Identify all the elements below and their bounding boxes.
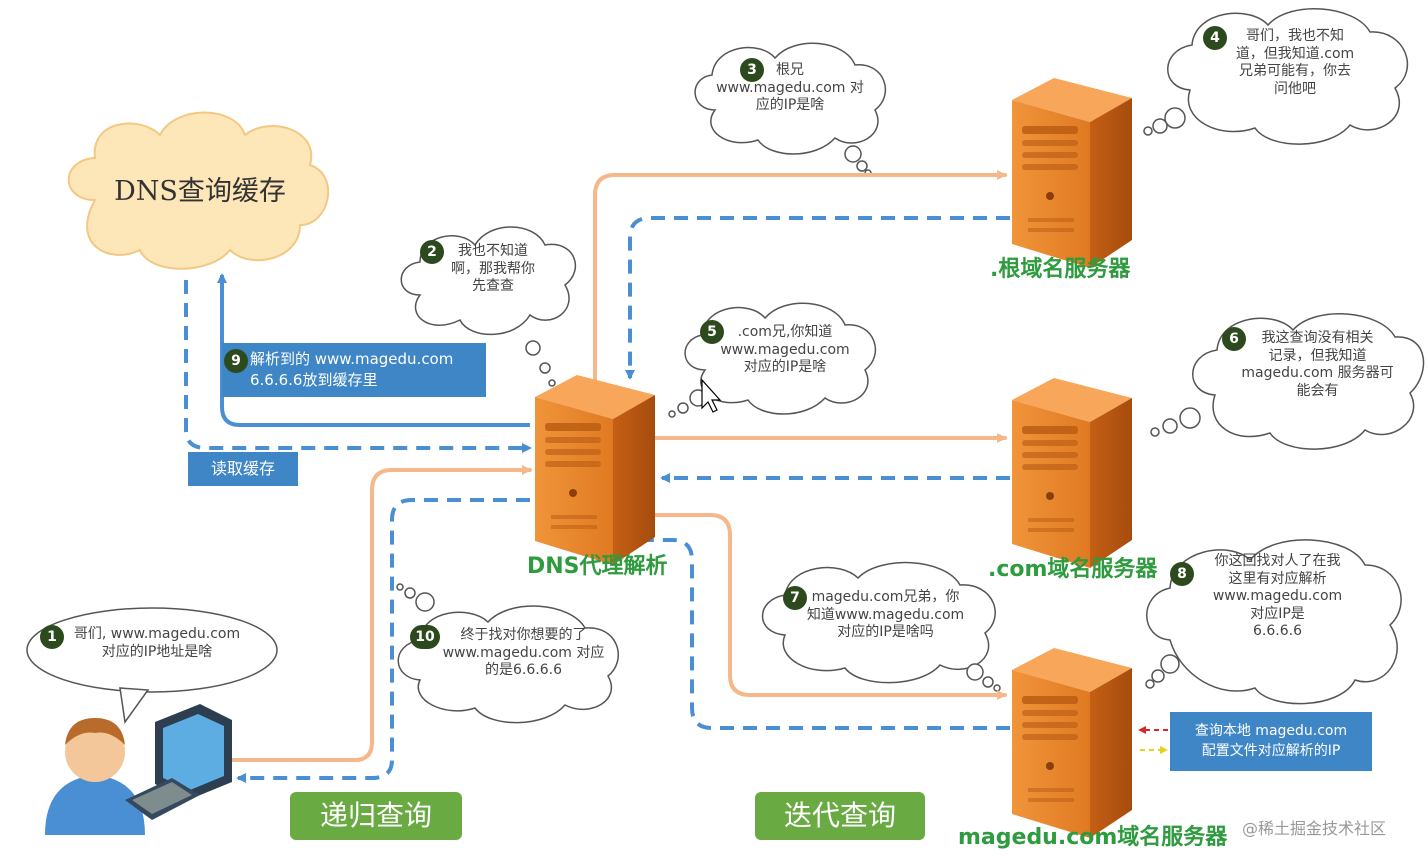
root-server-icon <box>1012 78 1132 268</box>
step-badge-9: 9 <box>224 349 248 373</box>
arrow-read-cache <box>184 280 532 453</box>
bubble-4-line-4: 问他吧 <box>1274 80 1316 97</box>
thought-cloud-7 <box>761 561 1001 692</box>
bubble-6-text: 我这查询没有相关 记录，但我知道 magedu.com 服务器可 能会有 <box>1230 330 1405 400</box>
read-cache-label: 读取缓存 <box>188 452 298 487</box>
thought-cloud-5 <box>668 302 876 418</box>
bubble-1-line-1: 哥们, www.magedu.com <box>73 626 241 642</box>
step-badge-5: 5 <box>700 320 724 344</box>
step-badge-2: 2 <box>420 240 444 264</box>
step-badge-7: 7 <box>783 586 807 610</box>
root-label-text: 根域名服务器 <box>998 257 1131 282</box>
thought-cloud-4 <box>1143 8 1409 145</box>
bubble-7-line-3: 对应的IP是啥吗 <box>837 624 934 640</box>
bubble-7-text: magedu.com兄弟，你 知道www.magedu.com 对应的IP是啥吗 <box>793 589 978 642</box>
step-badge-10: 10 <box>410 625 440 649</box>
bubble-4-line-3: 兄弟可能有，你去 <box>1239 63 1351 79</box>
bubble-6-line-4: 能会有 <box>1296 382 1339 399</box>
bubble-5-line-2: www.magedu.com <box>720 341 850 358</box>
cache-write-box: 解析到的 www.magedu.com 6.6.6.6放到缓存里 <box>222 343 486 397</box>
bubble-8-line-3: www.magedu.com <box>1212 588 1343 604</box>
cache-title: DNS查询缓存 <box>114 176 286 207</box>
com-server-label: .com域名服务器 <box>988 557 1158 582</box>
user-avatar-icon <box>45 718 145 835</box>
watermark: @稀土掘金技术社区 <box>1242 819 1387 838</box>
bubble-8-line-1: 你这回找对人了在我 <box>1214 553 1341 569</box>
bubble-6-line-2: 记录，但我知道 <box>1268 347 1367 364</box>
thought-cloud-10 <box>396 583 619 724</box>
thought-cloud-2 <box>400 226 576 387</box>
proxy-server-label: DNS代理解析 <box>527 554 668 579</box>
bubble-8-line-4: 对应IP是 <box>1250 605 1305 622</box>
step-badge-6: 6 <box>1222 327 1246 351</box>
root-label-prefix: . <box>990 257 999 282</box>
bubble-3-line-1: 根兄 <box>776 62 804 78</box>
thought-cloud-6 <box>1150 313 1425 450</box>
cache-write-line-2: 6.6.6.6放到缓存里 <box>250 371 378 389</box>
bubble-1-line-2: 对应的IP地址是啥 <box>101 643 213 660</box>
bubble-2-line-1: 我也不知道 <box>458 243 528 259</box>
arrow-magedu-to-proxy <box>610 535 1010 730</box>
bubble-3-line-2: www.magedu.com 对 <box>716 79 864 96</box>
bubble-10-line-1: 终于找对你想要的了 <box>460 627 587 643</box>
bubble-5-line-1: .com兄,你知道 <box>737 324 833 340</box>
computer-icon <box>125 704 232 820</box>
bubble-4-text: 哥们，我也不知 道，但我知道.com 兄弟可能有，你去 问他吧 <box>1215 28 1375 98</box>
bubble-4-line-2: 道，但我知道.com <box>1235 45 1355 62</box>
local-query-box: 查询本地 magedu.com 配置文件对应解析的IP <box>1170 712 1372 772</box>
bubble-4-line-1: 哥们，我也不知 <box>1246 28 1344 44</box>
bubble-3-text: 根兄 www.magedu.com 对 应的IP是啥 <box>705 62 875 115</box>
arrow-client-to-proxy <box>230 465 532 762</box>
local-query-line-2: 配置文件对应解析的IP <box>1201 742 1341 759</box>
step-badge-8: 8 <box>1170 562 1194 586</box>
local-query-line-1: 查询本地 magedu.com <box>1194 723 1348 739</box>
bubble-3-line-3: 应的IP是啥 <box>755 97 825 113</box>
arrow-write-cache <box>217 273 530 427</box>
bubble-8-text: 你这回找对人了在我 这里有对应解析 www.magedu.com 对应IP是 6… <box>1190 553 1365 641</box>
proxy-server-icon <box>535 375 655 565</box>
arrow-proxy-to-client <box>236 498 530 783</box>
cache-write-line-1: 解析到的 www.magedu.com <box>250 350 454 368</box>
bubble-6-line-3: magedu.com 服务器可 <box>1241 365 1394 381</box>
arrow-proxy-to-root <box>593 170 1007 387</box>
bubble-2-line-3: 先查查 <box>472 278 514 294</box>
bubble-2-line-2: 啊，那我帮你 <box>451 260 535 277</box>
iterative-query-label: 迭代查询 <box>755 792 925 840</box>
bubble-1-text: 哥们, www.magedu.com 对应的IP地址是啥 <box>62 626 252 661</box>
step-badge-3: 3 <box>740 58 764 82</box>
bubble-10-text: 终于找对你想要的了 www.magedu.com 对应 的是6.6.6.6 <box>436 627 611 680</box>
bubble-5-line-3: 对应的IP是啥 <box>743 359 827 375</box>
arrow-root-to-proxy <box>625 216 1010 380</box>
bubble-10-line-3: 的是6.6.6.6 <box>485 662 562 678</box>
step-badge-4: 4 <box>1203 26 1227 50</box>
magedu-server-icon <box>1012 648 1132 838</box>
step-badge-1: 1 <box>40 625 64 649</box>
bubble-6-line-1: 我这查询没有相关 <box>1261 330 1374 346</box>
arrow-proxy-to-magedu <box>653 513 1007 700</box>
bubble-8-line-5: 6.6.6.6 <box>1253 623 1302 639</box>
magedu-server-label: magedu.com域名服务器 <box>958 825 1228 850</box>
thought-cloud-1 <box>26 607 278 724</box>
bubble-8-line-2: 这里有对应解析 <box>1228 570 1327 587</box>
com-server-icon <box>1012 378 1132 568</box>
bubble-10-line-2: www.magedu.com 对应 <box>442 644 605 661</box>
bubble-7-line-2: 知道www.magedu.com <box>806 606 965 623</box>
root-server-label: .根域名服务器 <box>990 256 1130 284</box>
bubble-2-text: 我也不知道 啊，那我帮你 先查查 <box>438 243 548 296</box>
mouse-cursor-icon <box>701 378 722 413</box>
bubble-7-line-1: magedu.com兄弟，你 <box>811 589 960 605</box>
dns-cache-cloud <box>67 111 329 270</box>
recursive-query-label: 递归查询 <box>290 792 462 840</box>
bubble-5-text: .com兄,你知道 www.magedu.com 对应的IP是啥 <box>710 324 860 377</box>
